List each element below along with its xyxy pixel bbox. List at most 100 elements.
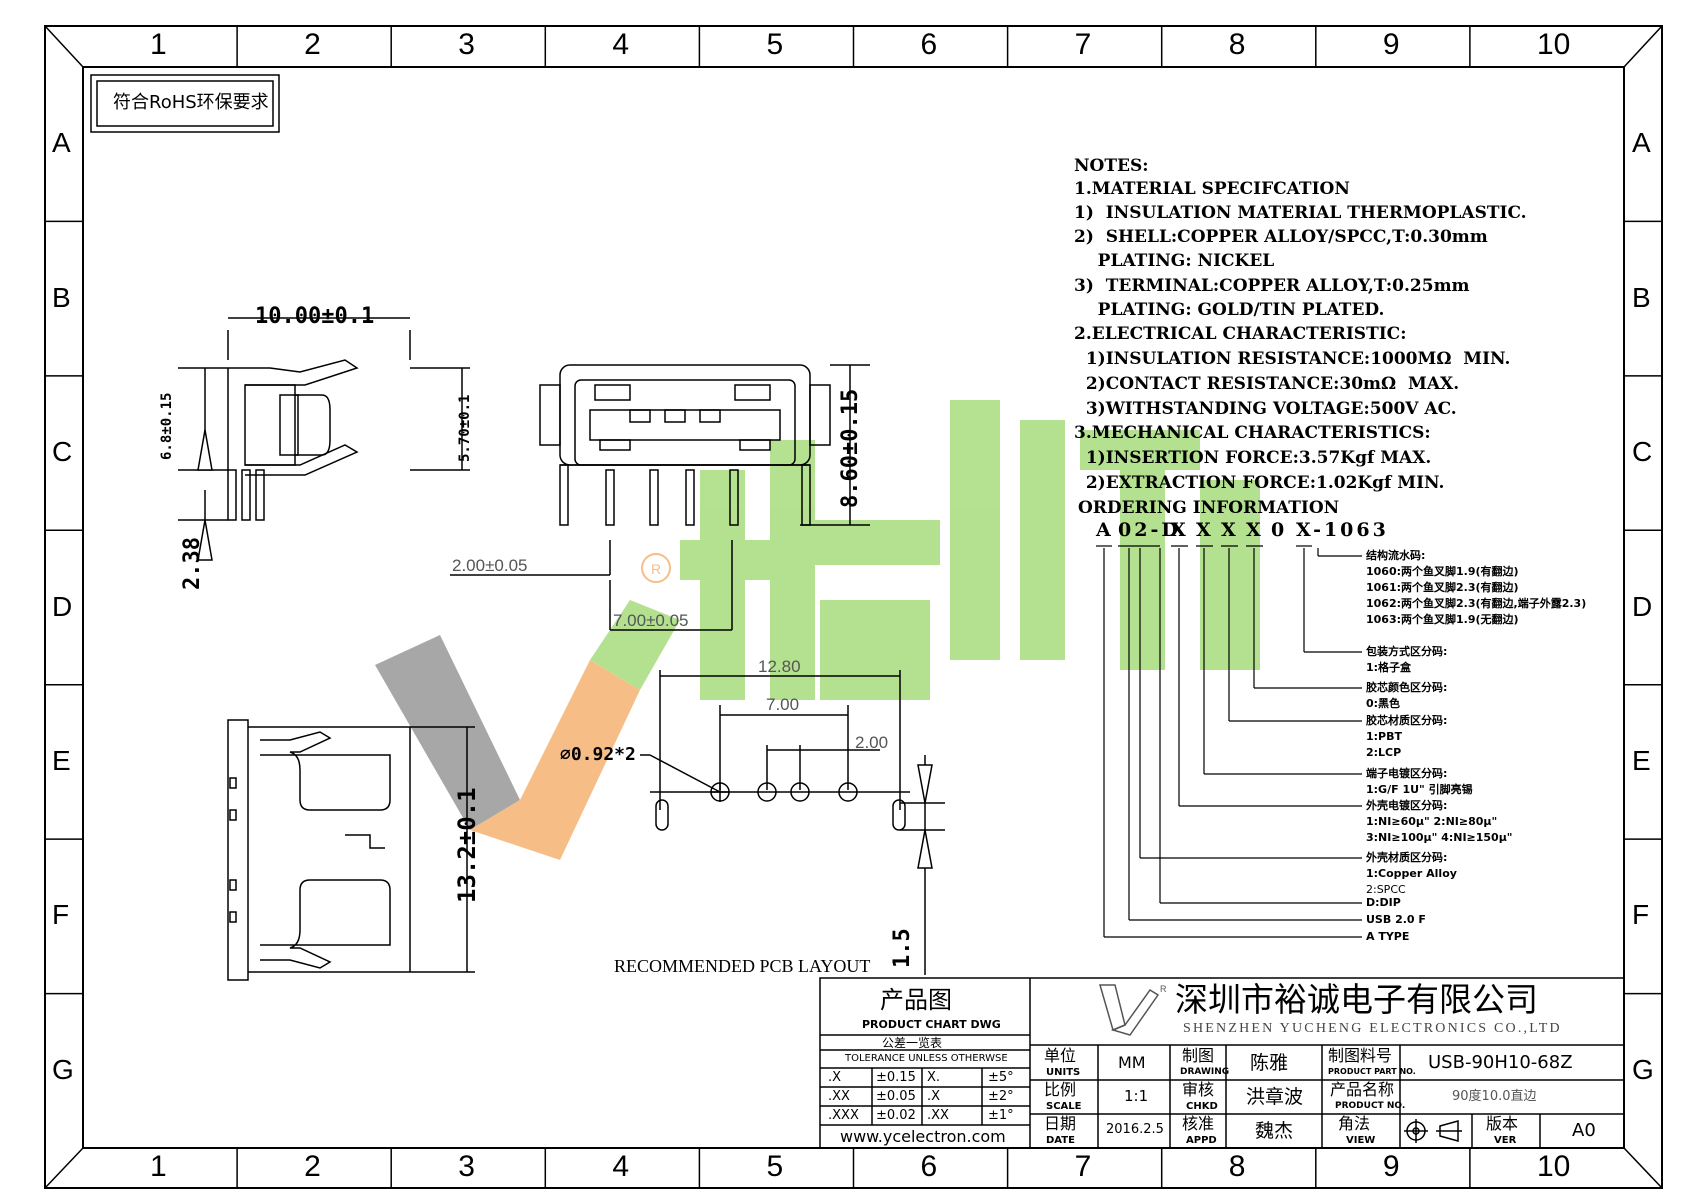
title-block-part-no-en: PRODUCT PART NO. xyxy=(1328,1067,1416,1076)
side-view xyxy=(178,317,470,561)
ordering-legend-head: 胶芯材质区分码: xyxy=(1366,714,1448,727)
ordering-legend-head: 胶芯颜色区分码: xyxy=(1366,681,1448,694)
tolerance-cn: 公差一览表 xyxy=(882,1036,943,1050)
note-line: 1)INSERTION FORCE:3.57Kgf MAX. xyxy=(1074,448,1432,468)
title-block-drawing-cn: 制图 xyxy=(1182,1046,1215,1065)
watermark-brand-text: 裕诚 xyxy=(1120,700,1122,701)
zone-col-9-top: 9 xyxy=(1382,28,1400,61)
title-block-appd-en: APPD xyxy=(1186,1135,1217,1146)
note-line: 2) SHELL:COPPER ALLOY/SPCC,T:0.30mm xyxy=(1074,227,1488,247)
tolerance-cell: ±0.02 xyxy=(876,1108,916,1123)
zone-col-7-bottom: 7 xyxy=(1074,1150,1092,1183)
dim-front-height: 8.60±0.15 xyxy=(838,388,863,508)
tolerance-cell: ±0.15 xyxy=(876,1070,916,1085)
watermark-logo: R xyxy=(375,400,1260,860)
pcb-caption: RECOMMENDED PCB LAYOUT xyxy=(614,956,871,976)
note-line: NOTES: xyxy=(1074,156,1149,176)
zone-col-5-top: 5 xyxy=(766,28,784,61)
title-block-view-cn: 角法 xyxy=(1338,1114,1371,1133)
chart-title-cn: 产品图 xyxy=(880,986,952,1014)
ordering-legend-line: 1:NI≥60μ" 2:NI≥80μ" xyxy=(1366,815,1498,828)
company-name-cn: 深圳市裕诚电子有限公司 xyxy=(1175,980,1538,1019)
ordering-legend-line: 3:NI≥100μ" 4:NI≥150μ" xyxy=(1366,831,1513,844)
ordering-legend-line: 1063:两个鱼叉脚1.9(无翻边) xyxy=(1366,613,1519,626)
title-block-scale-en: SCALE xyxy=(1046,1101,1082,1112)
title-block-view-en: VIEW xyxy=(1346,1135,1376,1146)
note-line: PLATING: NICKEL xyxy=(1074,251,1275,271)
ordering-legend-head: 外壳材质区分码: xyxy=(1366,851,1448,864)
ordering-code-part: X xyxy=(1196,519,1214,541)
note-line: 3.MECHANICAL CHARACTERISTICS: xyxy=(1074,423,1431,443)
ordering-title: ORDERING INFORMATION xyxy=(1078,498,1340,518)
title-block-scale-val: 1:1 xyxy=(1124,1087,1149,1105)
zone-col-4-top: 4 xyxy=(612,28,630,61)
zone-col-6-top: 6 xyxy=(920,28,938,61)
zone-row-A-right: A xyxy=(1632,127,1651,159)
zone-col-3-top: 3 xyxy=(458,28,475,61)
pcb-layout xyxy=(640,670,945,975)
note-line: PLATING: GOLD/TIN PLATED. xyxy=(1074,300,1385,320)
ordering-leader-lines xyxy=(1096,545,1362,938)
ordering-legend-head: USB 2.0 F xyxy=(1366,913,1426,926)
title-block-scale-cn: 比例 xyxy=(1044,1080,1077,1099)
title-block-date-cn: 日期 xyxy=(1044,1114,1077,1133)
ordering-legend-line: 1062:两个鱼叉脚2.3(有翻边,端子外露2.3) xyxy=(1366,597,1587,610)
ordering-legend-line: 0:黑色 xyxy=(1366,697,1401,710)
zone-row-E-left: E xyxy=(52,744,71,776)
zone-col-10-bottom: 10 xyxy=(1536,1150,1571,1183)
title-block-chkd-val: 洪章波 xyxy=(1246,1086,1304,1108)
dim-pcb-pitch: 2.00 xyxy=(855,733,889,752)
zone-col-7-top: 7 xyxy=(1074,28,1092,61)
zone-row-B-right: B xyxy=(1632,281,1651,313)
title-block-unit-en: UNITS xyxy=(1046,1067,1081,1078)
tolerance-cell: ±1° xyxy=(988,1108,1014,1123)
ordering-legend-head: 包装方式区分码: xyxy=(1366,645,1448,658)
tolerance-en: TOLERANCE UNLESS OTHERWSE xyxy=(845,1053,1008,1064)
svg-text:R: R xyxy=(1160,984,1167,994)
zone-col-8-bottom: 8 xyxy=(1228,1150,1246,1183)
dim-front-outer-pitch: 7.00±0.05 xyxy=(613,611,689,630)
zone-row-E-right: E xyxy=(1632,744,1651,776)
title-block-drawing-val: 陈雅 xyxy=(1250,1052,1289,1074)
title-block-ver-en: VER xyxy=(1494,1135,1517,1146)
company-logo-icon: R xyxy=(1099,984,1167,1036)
zone-row-D-left: D xyxy=(52,590,73,622)
top-view xyxy=(227,719,475,981)
zone-row-C-left: C xyxy=(52,436,73,468)
zone-row-A-left: A xyxy=(52,127,71,159)
ordering-legend-line: 2:SPCC xyxy=(1366,883,1406,896)
ordering-legend-head: A TYPE xyxy=(1366,930,1410,943)
tolerance-cell: .X xyxy=(828,1070,842,1085)
tolerance-cell: ±0.05 xyxy=(876,1089,916,1104)
zone-col-3-bottom: 3 xyxy=(458,1150,475,1183)
note-line: 3)WITHSTANDING VOLTAGE:500V AC. xyxy=(1074,399,1457,419)
title-block-appd-val: 魏杰 xyxy=(1255,1120,1294,1142)
zone-row-B-left: B xyxy=(52,281,71,313)
tolerance-cell: ±2° xyxy=(988,1089,1014,1104)
title-block-part-name-en: PRODUCT NO. xyxy=(1335,1101,1406,1111)
dim-pcb-hole: ⌀0.92*2 xyxy=(560,744,636,765)
zone-col-1-top: 1 xyxy=(150,28,167,61)
dim-side-height: 6.8±0.15 xyxy=(159,392,175,460)
dim-pcb-slot: 1.5 xyxy=(890,928,915,968)
title-block-chkd-cn: 审核 xyxy=(1182,1080,1215,1099)
ordering-code-part: X xyxy=(1246,519,1264,541)
zone-row-D-right: D xyxy=(1632,590,1653,622)
ordering-code-part: 0 xyxy=(1271,519,1288,541)
ordering-code-part: A xyxy=(1096,519,1114,541)
ordering-legend-line: 2:LCP xyxy=(1366,746,1402,759)
ordering-code-part: X xyxy=(1171,519,1189,541)
zone-row-G-left: G xyxy=(52,1053,74,1085)
note-line: 2)CONTACT RESISTANCE:30mΩ MAX. xyxy=(1074,374,1460,394)
tolerance-cell: X. xyxy=(927,1070,941,1085)
projection-symbol-icon xyxy=(1404,1119,1462,1143)
zone-col-6-bottom: 6 xyxy=(920,1150,938,1183)
dim-side-width: 10.00±0.1 xyxy=(255,304,375,329)
title-block-unit-val: MM xyxy=(1118,1053,1146,1072)
ordering-legend-line: 1:G/F 1U" 引脚亮锡 xyxy=(1366,783,1473,796)
ordering-legend-head: D:DIP xyxy=(1366,896,1401,909)
note-line: 3) TERMINAL:COPPER ALLOY,T:0.25mm xyxy=(1074,276,1470,296)
note-line: 1.MATERIAL SPECIFCATION xyxy=(1074,179,1350,199)
note-line: 1) INSULATION MATERIAL THERMOPLASTIC. xyxy=(1074,203,1527,223)
zone-col-10-top: 10 xyxy=(1536,28,1571,61)
